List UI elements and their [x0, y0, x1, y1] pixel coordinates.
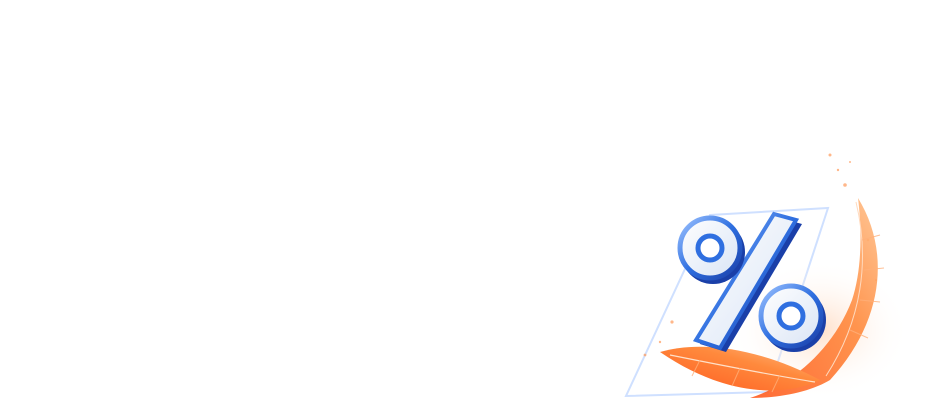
percent-feather-icon — [624, 153, 910, 400]
percent-feather-illustration — [600, 130, 920, 410]
